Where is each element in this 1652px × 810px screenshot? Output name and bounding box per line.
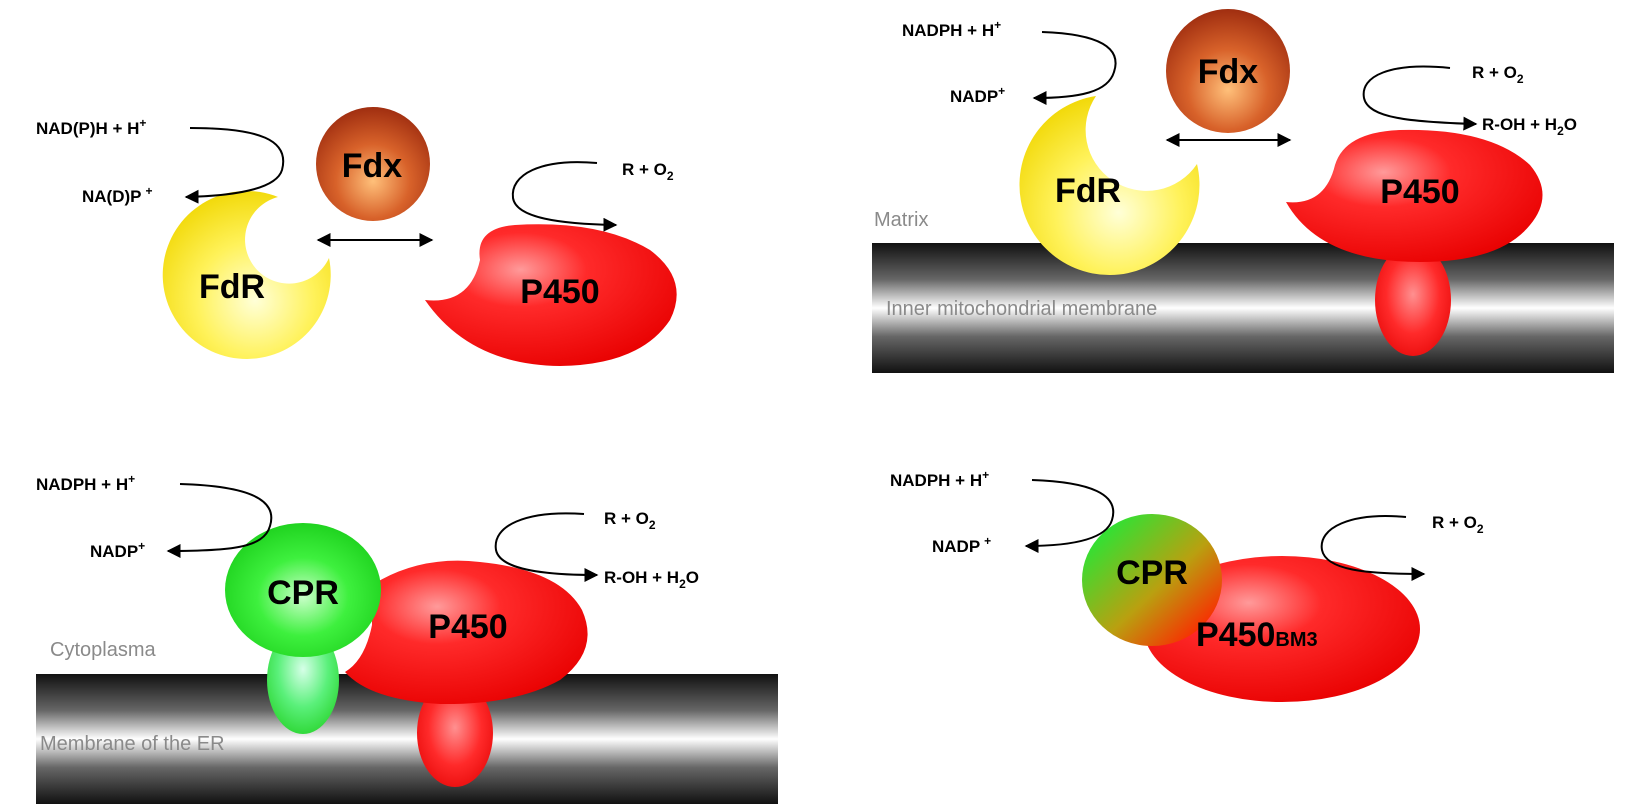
p450-protein: [1286, 129, 1543, 262]
cofactor-out-label: NA(D)P+: [82, 184, 153, 206]
p450-bm3-label: P450BM3: [1196, 616, 1318, 654]
fdr-label: FdR: [199, 268, 265, 306]
membrane-label: Membrane of the ER: [40, 733, 225, 755]
panel-a: FdR Fdx P450 NAD(P)H + H+ NA(D)P+ R + O2: [36, 107, 677, 366]
p450-anchor: [1375, 244, 1451, 356]
cofactor-arrow: [166, 483, 273, 558]
p450-protein: [425, 224, 677, 366]
cofactor-arrow: [1024, 479, 1115, 553]
substrate-label: R + O2: [604, 509, 656, 532]
product-label: R-OH + H2O: [1482, 115, 1577, 138]
cofactor-in-label: NADPH + H+: [902, 18, 1001, 40]
substrate-label: R + O2: [1432, 513, 1484, 536]
compartment-label: Cytoplasma: [50, 639, 156, 661]
cofactor-arrow: [1032, 31, 1117, 105]
compartment-label: Matrix: [874, 209, 928, 231]
cofactor-out-label: NADP+: [932, 534, 991, 556]
cofactor-in-label: NADPH + H+: [36, 472, 135, 494]
fdx-protein: [316, 107, 430, 221]
fdr-protein: [1019, 96, 1200, 275]
product-label: R-OH + H2O: [604, 568, 699, 591]
cpr-label: CPR: [267, 574, 339, 612]
fdx-label: Fdx: [1198, 53, 1259, 91]
cofactor-out-label: NADP+: [950, 84, 1005, 106]
fdx-label: Fdx: [342, 147, 403, 185]
cpr-label: CPR: [1116, 554, 1188, 592]
cofactor-in-label: NAD(P)H + H+: [36, 116, 146, 138]
fdx-protein: [1166, 9, 1290, 133]
p450-anchor: [417, 679, 493, 787]
p450-label: P450: [428, 608, 507, 646]
fdr-label: FdR: [1055, 172, 1121, 210]
substrate-label: R + O2: [1472, 63, 1524, 86]
panel-c: Cytoplasma Membrane of the ER P450 CPR N…: [36, 472, 778, 804]
panel-d: CPR P450BM3 NADPH + H+ NADP+ R + O2: [890, 468, 1484, 702]
substrate-arrow: [494, 512, 599, 582]
substrate-arrow: [1362, 65, 1478, 131]
p450-label: P450: [1380, 173, 1459, 211]
cofactor-in-label: NADPH + H+: [890, 468, 989, 490]
cofactor-out-label: NADP+: [90, 539, 145, 561]
substrate-arrow: [511, 161, 618, 232]
panel-b: Matrix Inner mitochondrial membrane P450…: [872, 9, 1614, 373]
inner-mitochondrial-membrane: [872, 243, 1614, 373]
substrate-arrow: [1320, 515, 1426, 581]
cofactor-arrow: [184, 127, 285, 204]
fdr-protein: [162, 190, 331, 359]
substrate-label: R + O2: [622, 160, 674, 183]
cpr-protein: [225, 523, 381, 657]
p450-label: P450: [520, 273, 599, 311]
membrane-label: Inner mitochondrial membrane: [886, 298, 1157, 320]
p450-protein: [345, 560, 588, 705]
cpr-domain: [1082, 514, 1222, 646]
